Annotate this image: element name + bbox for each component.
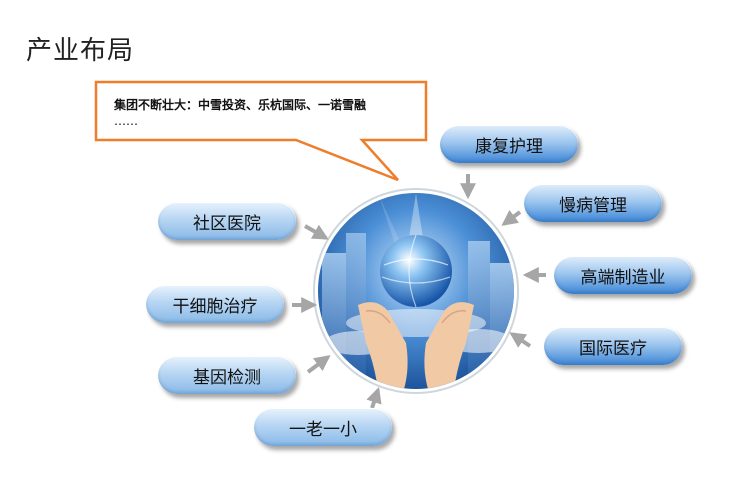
pill-label: 国际医疗 xyxy=(579,338,647,359)
pill-label: 慢病管理 xyxy=(559,195,627,216)
pill-label: 一老一小 xyxy=(289,419,357,440)
pill-international-medical[interactable]: 国际医疗 xyxy=(544,327,682,365)
pill-label: 干细胞治疗 xyxy=(172,296,258,317)
page-title: 产业布局 xyxy=(26,36,135,66)
pill-label: 社区医院 xyxy=(193,213,261,234)
pill-stem-cell-therapy[interactable]: 干细胞治疗 xyxy=(146,285,284,323)
pill-rehab-care[interactable]: 康复护理 xyxy=(440,125,578,163)
pill-community-hospital[interactable]: 社区医院 xyxy=(158,202,296,240)
pill-elder-and-child[interactable]: 一老一小 xyxy=(254,408,392,446)
pill-chronic-disease-mgmt[interactable]: 慢病管理 xyxy=(524,184,662,222)
pill-label: 高端制造业 xyxy=(580,267,666,288)
pill-label: 康复护理 xyxy=(475,136,543,157)
pill-label: 基因检测 xyxy=(193,367,261,388)
pill-gene-testing[interactable]: 基因检测 xyxy=(158,356,296,394)
arrow-community-hospital xyxy=(304,224,329,240)
callout-main-text: 集团不断壮大：中雪投资、乐杭国际、一诺雪融 xyxy=(114,98,367,112)
callout-ellipsis: …… xyxy=(114,114,138,128)
arrow-elder-child xyxy=(366,386,382,409)
arrow-gene-test xyxy=(306,355,331,374)
pill-high-end-manufacturing[interactable]: 高端制造业 xyxy=(554,256,692,294)
arrow-chronic-disease xyxy=(501,209,522,226)
callout-text: 集团不断壮大：中雪投资、乐杭国际、一诺雪融 …… xyxy=(114,96,414,127)
arrow-intl-medical xyxy=(509,332,532,348)
